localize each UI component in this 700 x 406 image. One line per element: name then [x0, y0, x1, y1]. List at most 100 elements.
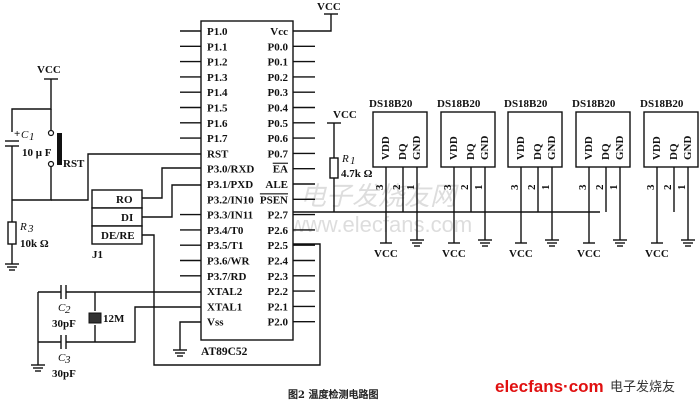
sensor-pin-label: GND [546, 136, 558, 161]
sensor-name: DS18B20 [640, 98, 684, 110]
r3-resistor [7, 221, 17, 245]
mcu-left-pin-label: P1.6 [207, 118, 228, 130]
r1-sub: 1 [350, 155, 356, 167]
sensor-pin-number: 3 [509, 184, 521, 190]
transceiver-j1: RO DI DE/RE J1 [91, 167, 321, 366]
sensor-pin-number: 1 [540, 185, 552, 191]
sensor-pin-label: GND [479, 136, 491, 161]
vcc-label: VCC [509, 248, 533, 260]
mcu-left-pin-label: P1.0 [207, 26, 228, 38]
ground-icon [410, 239, 424, 247]
c1-value: 10 μ F [22, 147, 52, 159]
figure-caption: 图2 温度检测电路图 [288, 388, 378, 401]
mcu-name: AT89C52 [201, 346, 248, 358]
ground-icon [681, 239, 695, 247]
vcc-label: VCC [577, 248, 601, 260]
sensor-pin-number: 1 [473, 185, 485, 191]
mcu-left-pin-label: P1.7 [207, 133, 228, 145]
sensor-pin-number: 1 [405, 185, 417, 191]
ground-icon [5, 263, 19, 271]
sensor-pin-number: 2 [662, 184, 674, 190]
mcu-vcc: VCC [293, 1, 341, 32]
sensor-pin-label: DQ [600, 143, 612, 160]
mcu-left-pin-label: P3.6/WR [207, 256, 251, 268]
r3-label: R [19, 221, 27, 233]
sensor-pin-label: GND [411, 136, 423, 161]
ghost-watermark-cn: 电子发烧友网 [300, 181, 459, 211]
sensor-pin-label: DQ [668, 143, 680, 160]
ground-icon [613, 239, 627, 247]
sensor-pin-number: 2 [526, 184, 538, 190]
mcu-left-pin-label: P1.4 [207, 87, 228, 99]
mcu-left-pin-label: P3.2/IN10 [207, 194, 254, 206]
vcc-label: VCC [645, 248, 669, 260]
sensor-pin-number: 3 [374, 184, 386, 190]
mcu-left-pin-label: P3.3/IN11 [207, 210, 253, 222]
crystal-icon [88, 312, 102, 324]
sensor-pin-label: DQ [397, 143, 409, 160]
c3-sub: 3 [64, 354, 71, 366]
r3-sub: 3 [27, 223, 34, 235]
mcu-left-pin-label: P1.3 [207, 72, 228, 84]
sensor-name: DS18B20 [504, 98, 548, 110]
watermark-brand-cn: 电子发烧友 [610, 379, 675, 395]
sensor-pin-number: 1 [676, 185, 688, 191]
sensor-pin-number: 2 [594, 184, 606, 190]
ghost-watermark-url: www.elecfans.com [289, 212, 472, 237]
mcu-chip: P1.0P1.1P1.2P1.3P1.4P1.5P1.6P1.7RSTP3.0/… [180, 20, 315, 358]
mcu-right-pin-label: P0.2 [268, 72, 289, 84]
mcu-right-pin-label: Vcc [270, 26, 288, 38]
sensor-body [372, 111, 428, 168]
mcu-right-pin-label: P2.2 [268, 286, 289, 298]
mcu-right-pin-label: P0.0 [268, 41, 289, 53]
mcu-right-pin-label: P0.3 [268, 87, 289, 99]
mcu-right-pin-label: EA [273, 164, 288, 176]
mcu-right-pin-label: P2.4 [268, 256, 289, 268]
vcc-label: VCC [333, 109, 357, 121]
mcu-left-pin-label: P3.0/RXD [207, 164, 254, 176]
reset-switch-label: RST [63, 158, 85, 170]
mcu-left-pins: P1.0P1.1P1.2P1.3P1.4P1.5P1.6P1.7RSTP3.0/… [180, 26, 254, 329]
sensor-body [643, 111, 699, 168]
sensor-pin-label: GND [614, 136, 626, 161]
ground-icon [31, 364, 45, 372]
sensor-pin-label: VDD [651, 136, 663, 160]
c1-label: C [21, 129, 29, 141]
mcu-left-pin-label: P3.1/PXD [207, 179, 253, 191]
mcu-left-pin-label: P1.1 [207, 41, 227, 53]
vcc-label: VCC [317, 1, 341, 13]
r1-label: R [341, 153, 349, 165]
mcu-right-pin-label: P0.6 [268, 133, 289, 145]
j1-pin-dere: DE/RE [101, 230, 135, 242]
sensor-name: DS18B20 [437, 98, 481, 110]
sensor-pin-number: 3 [442, 184, 454, 190]
crystal-value: 12M [103, 313, 125, 325]
crystal-circuit: 12M C 2 30pF C 3 30pF [31, 285, 201, 380]
mcu-right-pin-label: P0.5 [268, 118, 289, 130]
sensor-pin-label: GND [682, 136, 694, 161]
mcu-body [200, 20, 294, 341]
mcu-right-pin-label: P2.7 [268, 210, 289, 222]
j1-label: J1 [92, 249, 103, 261]
mcu-right-pin-label: P0.4 [268, 103, 289, 115]
elecfans-watermark: elecfans·com 电子发烧友 [495, 377, 675, 396]
reset-switch-icon [57, 133, 62, 165]
sensor-pin-label: DQ [465, 143, 477, 160]
c1-sub: 1 [29, 131, 35, 143]
ghost-watermark: 电子发烧友网 www.elecfans.com [289, 181, 472, 237]
c2-label: C [58, 302, 66, 314]
mcu-left-pin-label: RST [207, 148, 229, 160]
ground-icon [173, 349, 187, 357]
sensor-pin-label: VDD [380, 136, 392, 160]
r3-value: 10k Ω [20, 238, 49, 250]
sensor-name: DS18B20 [369, 98, 413, 110]
pullup-r1: VCC R 1 4.7k Ω [293, 109, 600, 213]
mcu-left-pin-label: P3.5/T1 [207, 240, 243, 252]
